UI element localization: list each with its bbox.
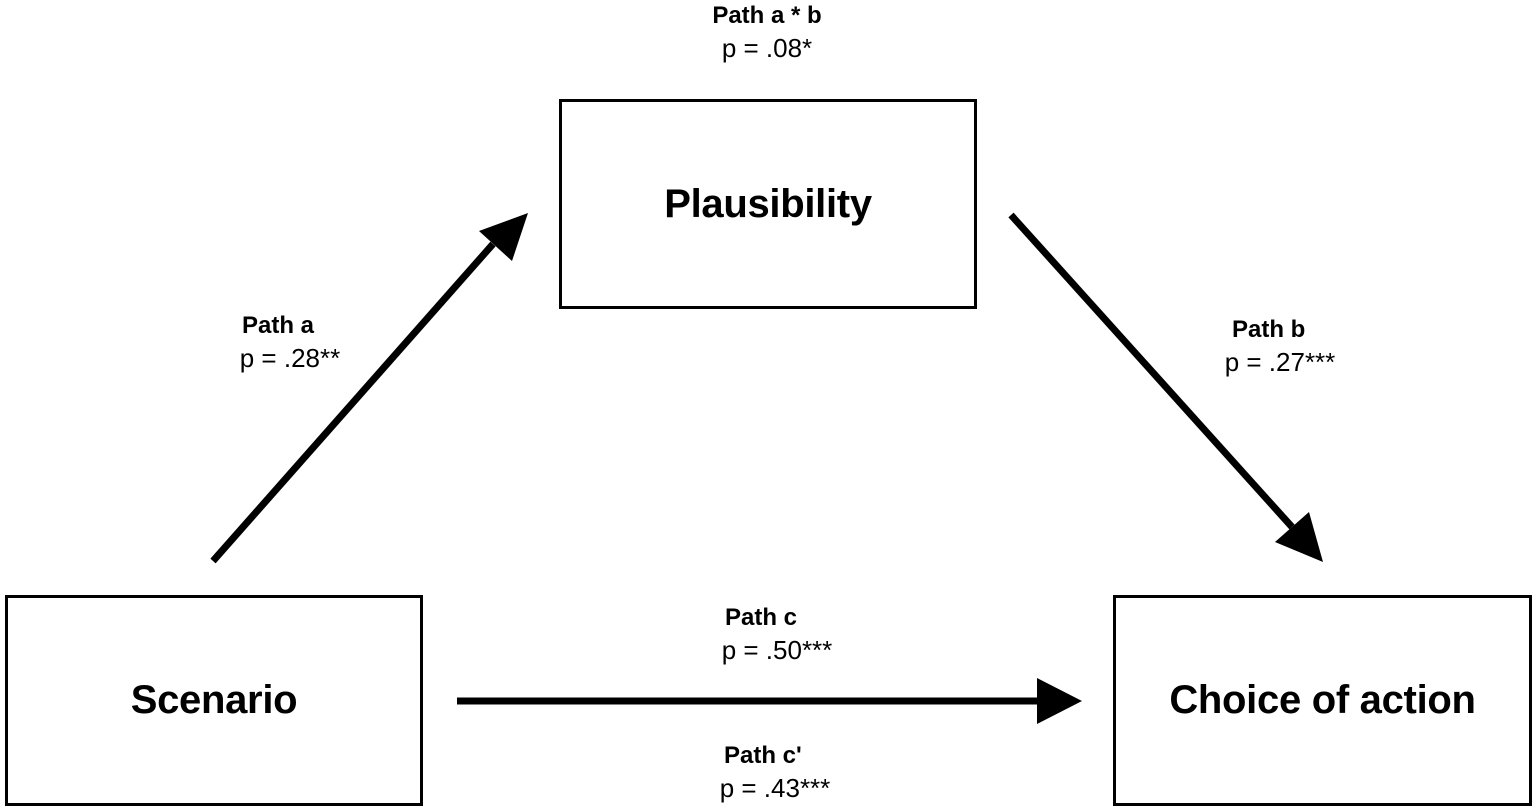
node-scenario: Scenario xyxy=(5,595,423,806)
path-ab-name: Path a * b xyxy=(712,2,822,29)
path-c-p: p = .50*** xyxy=(721,635,833,665)
label-path-c: Path c p = .50*** xyxy=(677,602,877,666)
label-path-c-prime: Path c' p = .43*** xyxy=(675,740,875,804)
path-a-p: p = .28** xyxy=(239,343,341,373)
node-plausibility-label: Plausibility xyxy=(664,181,872,226)
path-c-prime-name: Path c' xyxy=(724,742,802,769)
label-path-a: Path a p = .28** xyxy=(200,310,380,374)
path-c-name: Path c xyxy=(725,604,798,631)
node-plausibility: Plausibility xyxy=(559,99,977,309)
label-path-ab: Path a * b p = .08* xyxy=(667,0,867,64)
arrow-path-a xyxy=(210,213,528,564)
arrow-path-c xyxy=(457,678,1082,724)
node-scenario-label: Scenario xyxy=(130,678,298,722)
path-c-prime-p: p = .43*** xyxy=(719,773,831,803)
node-choice-of-action: Choice of action xyxy=(1113,595,1532,806)
node-choice-label: Choice of action xyxy=(1169,678,1476,722)
path-ab-p: p = .08* xyxy=(721,33,813,63)
arrow-path-b xyxy=(1008,212,1323,562)
path-b-name: Path b xyxy=(1232,316,1306,343)
path-b-p: p = .27*** xyxy=(1224,347,1336,377)
label-path-b: Path b p = .27*** xyxy=(1190,314,1370,378)
path-a-name: Path a xyxy=(242,312,315,339)
